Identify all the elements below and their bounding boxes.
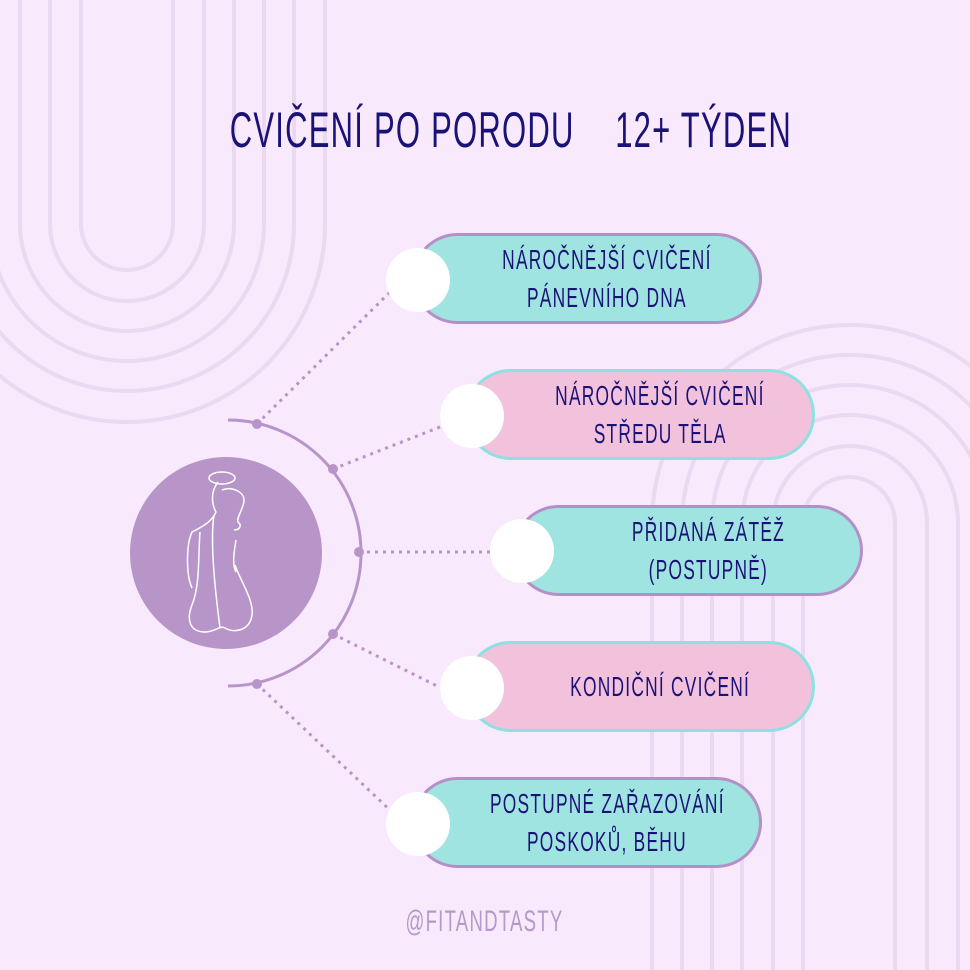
item-core: NÁROČNĚJŠÍ CVIČENÍ STŘEDU TĚLA <box>465 369 815 460</box>
item-bullet-circle <box>440 656 504 720</box>
title-main: CVIČENÍ PO PORODU <box>229 102 575 158</box>
item-bullet-circle <box>440 384 504 448</box>
item-jumping-running: POSTUPNÉ ZAŘAZOVÁNÍ POSKOKŮ, BĚHU <box>412 777 762 868</box>
item-bullet-circle <box>386 248 450 312</box>
connector-lines <box>255 288 492 814</box>
item-added-load: PŘIDANÁ ZÁTĚŽ (POSTUPNĚ) <box>513 505 863 596</box>
woman-silhouette-icon <box>186 471 253 633</box>
item-conditioning: KONDIČNÍ CVIČENÍ <box>465 641 815 732</box>
footer-handle: @FITANDTASTY <box>0 905 970 939</box>
item-line1: POSTUPNÉ ZAŘAZOVÁNÍ <box>489 787 725 819</box>
item-bullet-circle <box>386 792 450 856</box>
item-pelvic-floor: NÁROČNĚJŠÍ CVIČENÍ PÁNEVNÍHO DNA <box>412 233 762 324</box>
footer-text: @FITANDTASTY <box>405 905 565 938</box>
item-line1: NÁROČNĚJŠÍ CVIČENÍ <box>502 243 712 275</box>
item-line2: (POSTUPNĚ) <box>648 553 768 585</box>
page-title: CVIČENÍ PO PORODU 12+ TÝDEN <box>0 100 970 160</box>
item-line2: POSKOKŮ, BĚHU <box>527 825 687 857</box>
top-left-arches <box>0 0 327 424</box>
item-line1: NÁROČNĚJŠÍ CVIČENÍ <box>555 379 765 411</box>
item-line2: PÁNEVNÍHO DNA <box>527 281 687 313</box>
item-line2: STŘEDU TĚLA <box>593 417 727 449</box>
title-week: 12+ TÝDEN <box>614 102 792 158</box>
hub-circle <box>130 457 322 649</box>
item-line1: PŘIDANÁ ZÁTĚŽ <box>631 515 785 547</box>
item-line1: KONDIČNÍ CVIČENÍ <box>570 670 750 702</box>
item-bullet-circle <box>490 519 554 583</box>
arc-nodes <box>252 419 364 689</box>
